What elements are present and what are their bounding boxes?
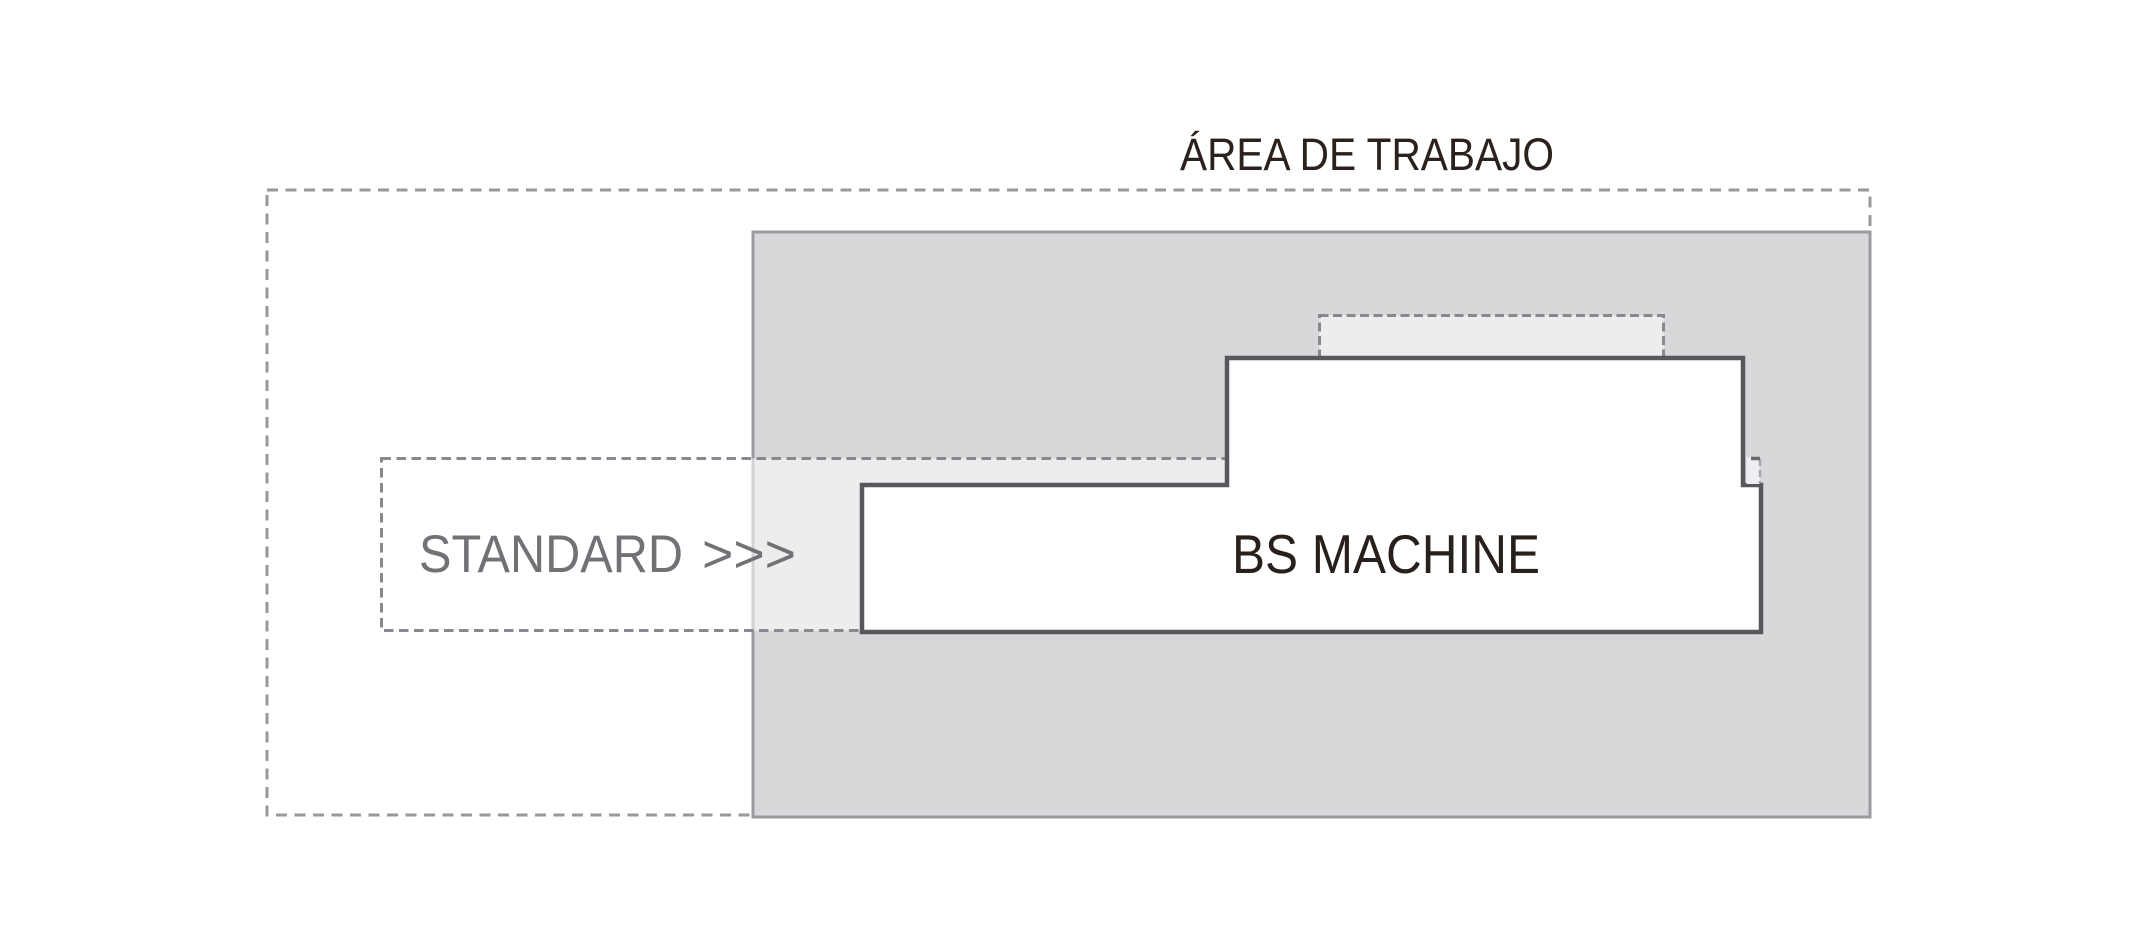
standard-label: STANDARD	[419, 525, 683, 584]
machine-label: BS MACHINE	[1232, 523, 1540, 585]
work-area-title: ÁREA DE TRABAJO	[1180, 129, 1554, 180]
top-attachment-area	[1318, 314, 1665, 359]
machine-outline	[859, 355, 1764, 635]
forward-arrows-icon: >>>	[702, 525, 796, 584]
side-attachment	[1746, 457, 1760, 484]
